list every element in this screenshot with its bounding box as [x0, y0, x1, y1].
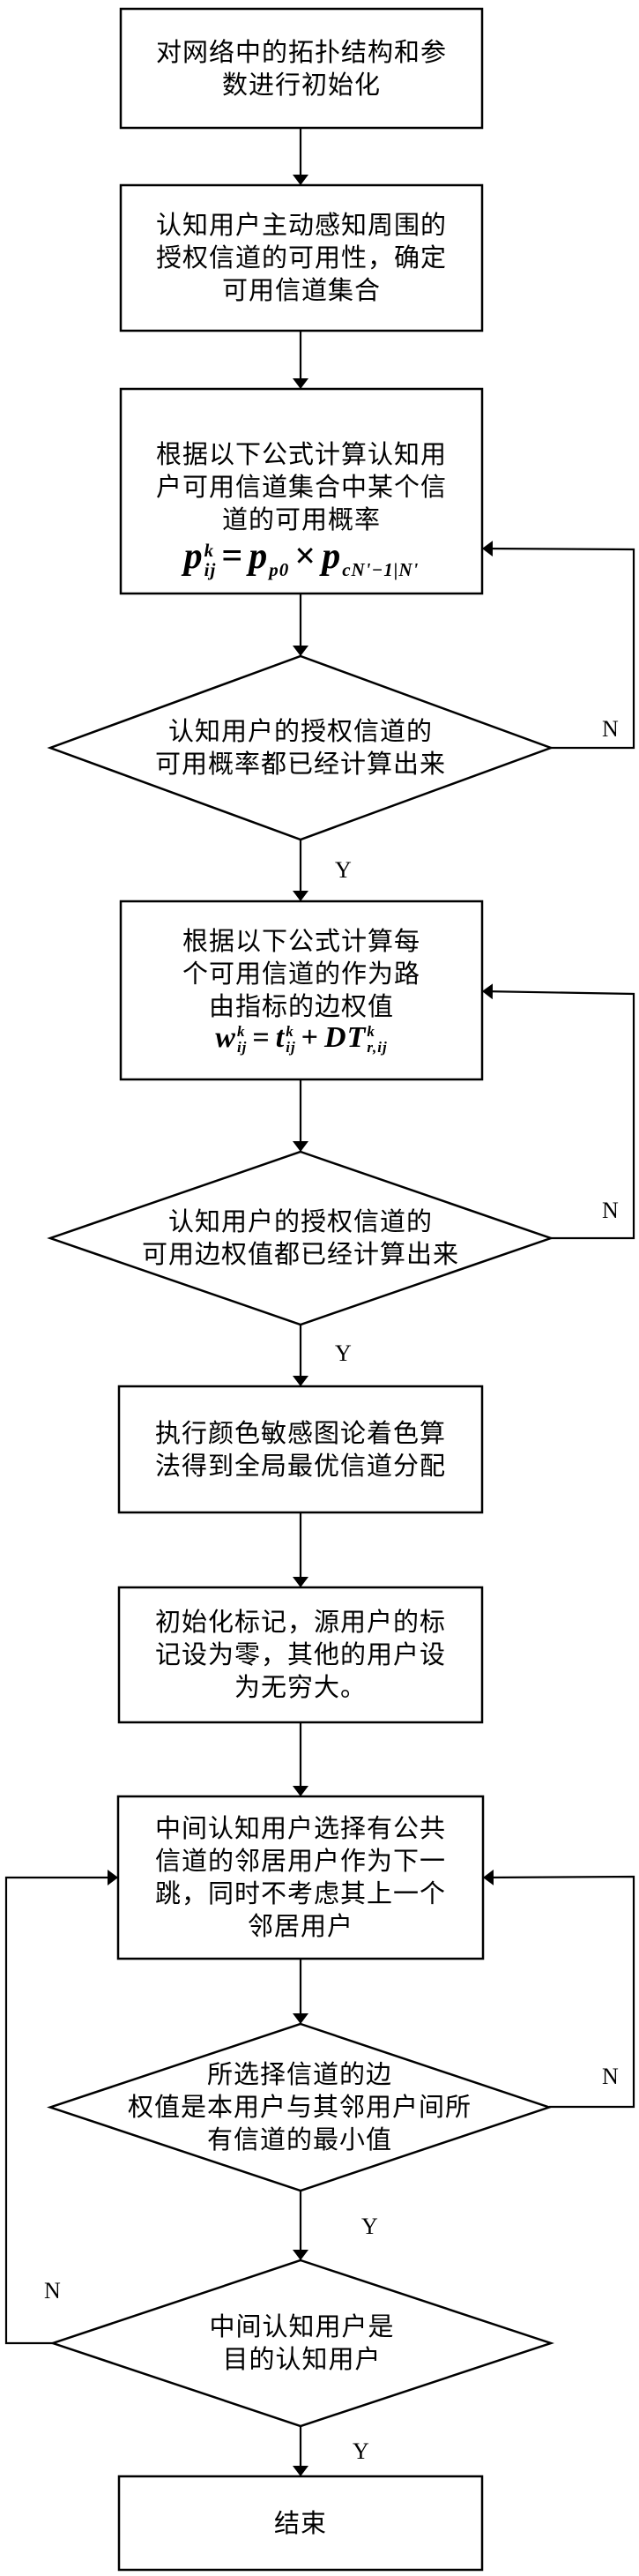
node-check-min: 所选择信道的边权值是本用户与其邻用户间所有信道的最小值 [59, 2042, 540, 2173]
formula-equals: = [252, 1020, 271, 1054]
formula-term-1-subscript: ij [286, 1039, 296, 1057]
formula-lhs-subscript: ij [236, 1039, 248, 1057]
node-text-line: 可用边权值都已经计算出来 [141, 1239, 459, 1269]
node-text-line: 数进行初始化 [221, 69, 381, 100]
formula-term-2-subscript: cN'−1|N' [342, 558, 420, 580]
node-text-line: 有信道的最小值 [206, 2124, 392, 2154]
formula-term-1: p p0 [249, 536, 289, 579]
node-text-line: 法得到全局最优信道分配 [154, 1450, 446, 1481]
node-sense: 认知用户主动感知周围的授权信道的可用性，确定可用信道集合 [124, 189, 479, 327]
node-text-line: 跳，同时不考虑其上一个 [154, 1878, 446, 1908]
node-select-hop: 中间认知用户选择有公共信道的邻居用户作为下一跳，同时不考虑其上一个邻居用户 [122, 1800, 479, 1955]
yes-label: Y [335, 1340, 352, 1366]
formula-operator: + [301, 1020, 320, 1054]
yes-label: Y [361, 2214, 378, 2239]
formula-equals: = [221, 536, 244, 578]
no-label: N [602, 2064, 619, 2089]
edge-check-min-to-select-hop [482, 1869, 635, 2109]
edge-check-dest-to-select-hop [4, 1870, 118, 2345]
yes-label: Y [335, 857, 352, 883]
edge-check-prob-to-calc-prob [481, 541, 635, 750]
node-coloring: 执行颜色敏感图论着色算法得到全局最优信道分配 [123, 1390, 479, 1509]
no-label: N [44, 2278, 61, 2303]
node-text-line: 为无穷大。 [234, 1672, 367, 1702]
edge-check-weight-to-calc-weight [481, 983, 635, 1240]
node-text-line: 认知用户的授权信道的 [167, 1206, 433, 1236]
calc-weight-box [119, 900, 484, 1081]
node-init-mark: 初始化标记，源用户的标记设为零，其他的用户设为无穷大。 [123, 1591, 479, 1719]
node-text-line: 根据以下公式计算认知用 [155, 439, 447, 470]
node-text-line: 认知用户的授权信道的 [167, 716, 433, 746]
formula-term-2-subscript: r,ij [367, 1039, 388, 1057]
select-hop-box [116, 1795, 485, 1960]
formula-term-2-indices: cN'−1|N' [342, 541, 419, 579]
node-text-line: 对网络中的拓扑结构和参 [155, 36, 447, 67]
node-text-line: 执行颜色敏感图论着色算 [154, 1417, 446, 1448]
formula-term-1-symbol: p [249, 536, 269, 578]
node-text-line: 个可用信道的作为路 [182, 958, 420, 989]
formula-lhs-symbol: w [215, 1020, 236, 1054]
node-text-line: 根据以下公式计算每 [182, 925, 420, 956]
sense-box [119, 183, 484, 332]
node-text-line: 道的可用概率 [221, 504, 381, 535]
node-text-line: 目的认知用户 [222, 2344, 382, 2374]
formula-term-2: p cN'−1|N' [322, 536, 419, 579]
no-label: N [602, 716, 619, 742]
formula-term-2-symbol: DT [324, 1020, 367, 1054]
node-text-line: 记设为零，其他的用户设 [154, 1639, 446, 1669]
node-init: 对网络中的拓扑结构和参数进行初始化 [124, 12, 479, 124]
formula-lhs-superscript: k [236, 1023, 246, 1041]
node-text-line: 可用概率都已经计算出来 [154, 749, 446, 779]
node-check-dest: 中间认知用户是目的认知用户 [62, 2278, 542, 2408]
init-mark-box [117, 1586, 484, 1724]
node-text-line: 授权信道的可用性，确定 [155, 243, 447, 273]
yes-label: Y [353, 2438, 369, 2464]
node-text-line: 初始化标记，源用户的标 [154, 1607, 446, 1637]
node-check-weight: 认知用户的授权信道的可用边权值都已经计算出来 [59, 1169, 542, 1307]
node-text-line: 中间认知用户选择有公共 [154, 1813, 446, 1843]
formula-operator: × [294, 536, 317, 578]
end-box [117, 2475, 484, 2572]
node-text-line: 中间认知用户是 [209, 2311, 395, 2341]
formula-term-2-symbol: p [322, 536, 342, 578]
node-text-line: 信道的邻居用户作为下一 [154, 1846, 446, 1876]
formula-term-1-subscript: p0 [269, 558, 290, 580]
init-box [119, 7, 484, 130]
node-text-line: 由指标的边权值 [208, 990, 394, 1021]
node-text-line: 认知用户主动感知周围的 [155, 210, 447, 240]
node-text-line: 户可用信道集合中某个信 [155, 472, 447, 503]
formula-lhs-symbol: p [183, 536, 204, 578]
formula-term-1-indices: p0 [269, 541, 289, 579]
node-check-prob: 认知用户的授权信道的可用概率都已经计算出来 [59, 674, 542, 822]
formula-term-1-superscript: k [286, 1023, 294, 1041]
coloring-box [117, 1385, 484, 1514]
formula-term-2-superscript: k [367, 1023, 375, 1041]
formula-lhs-superscript: k [204, 539, 215, 561]
node-text-line: 结束 [273, 2507, 327, 2538]
node-end: 结束 [123, 2480, 479, 2566]
node-text-line: 可用信道集合 [221, 275, 381, 305]
formula-term-1-symbol: t [275, 1020, 286, 1054]
node-text-line: 权值是本用户与其邻用户间所 [127, 2092, 472, 2122]
node-text-line: 所选择信道的边 [206, 2059, 392, 2089]
no-label: N [602, 1198, 619, 1223]
formula-lhs-subscript: ij [204, 558, 217, 580]
node-text-line: 邻居用户 [247, 1911, 353, 1941]
